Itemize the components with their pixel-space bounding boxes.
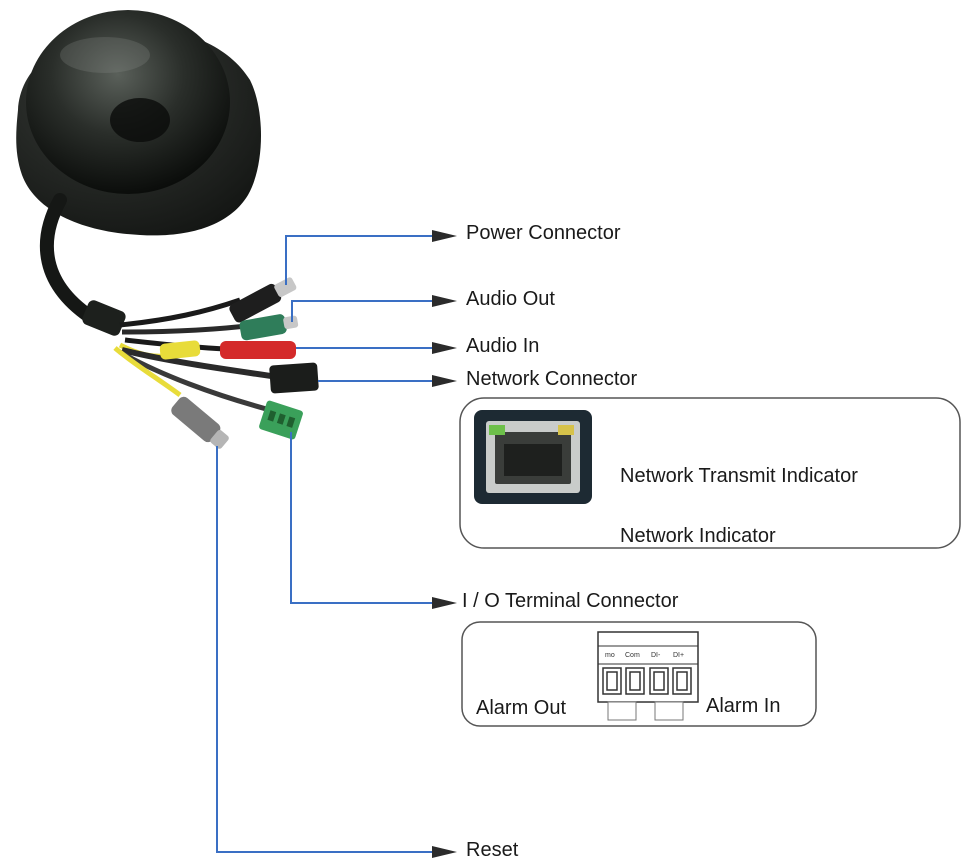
cable-network	[121, 347, 286, 381]
cable-reset	[113, 346, 182, 398]
label-audio-in: Audio In	[466, 335, 540, 357]
terminal-pin-label: Com	[625, 652, 640, 659]
network-led-left	[489, 425, 505, 435]
label-power-connector: Power Connector	[466, 222, 621, 244]
terminal-block	[597, 631, 699, 721]
network-led-right	[558, 425, 574, 435]
arrow-network	[432, 375, 457, 387]
arrow-audio-in	[432, 342, 457, 354]
arrow-reset	[432, 846, 457, 858]
audio-in-plug	[220, 341, 296, 359]
terminal-pin-label: DI+	[673, 652, 685, 659]
arrow-io	[432, 597, 457, 609]
terminal-pin-label: mo	[605, 652, 615, 659]
label-alarm-out: Alarm Out	[476, 697, 567, 719]
main-cable	[39, 193, 102, 327]
label-io-terminal-connector: I / O Terminal Connector	[462, 590, 679, 612]
arrow-audio-out	[432, 295, 457, 307]
camera-dome-highlight	[60, 37, 150, 73]
leader-io	[290, 432, 440, 604]
camera-lens	[110, 98, 170, 142]
label-network-transmit-indicator: Network Transmit Indicator	[620, 465, 858, 487]
network-plug	[269, 362, 319, 394]
label-network-indicator: Network Indicator	[620, 525, 776, 547]
leader-audio-out	[291, 300, 440, 322]
label-alarm-in: Alarm In	[706, 695, 781, 717]
power-plug	[229, 277, 297, 323]
yellow-jack	[159, 340, 201, 360]
cable-audio-out	[121, 322, 256, 335]
cable-power	[119, 297, 241, 328]
cable-ferrite	[82, 300, 126, 336]
leader-reset	[216, 446, 440, 853]
label-audio-out: Audio Out	[466, 288, 555, 310]
camera-illustration	[16, 10, 319, 449]
label-reset: Reset	[466, 839, 519, 861]
reset-plug	[171, 396, 229, 449]
arrow-power	[432, 230, 457, 242]
leader-power	[285, 235, 440, 285]
label-network-connector: Network Connector	[466, 368, 638, 390]
terminal-pin-label: DI-	[651, 652, 661, 659]
audio-out-plug	[239, 314, 299, 341]
cable-io	[118, 349, 271, 413]
rj45-port	[474, 410, 592, 504]
